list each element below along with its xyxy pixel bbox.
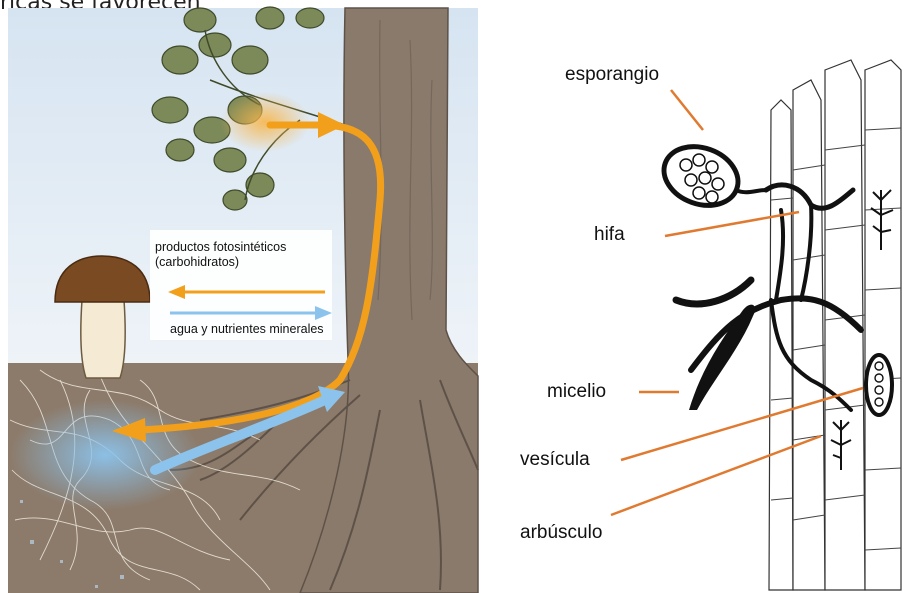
vesicle xyxy=(866,355,892,415)
mycorrhiza-root-cells-illustration xyxy=(481,0,921,593)
label-productos-line1: productos fotosintéticos xyxy=(155,240,286,255)
label-arbusculo: arbúsculo xyxy=(520,522,602,544)
root-cells xyxy=(769,60,901,590)
label-hifa: hifa xyxy=(594,224,625,246)
plant-fungus-exchange-illustration xyxy=(0,0,480,593)
uptake-zone xyxy=(10,400,200,510)
label-agua: agua y nutrientes minerales xyxy=(170,322,324,337)
label-vesicula: vesícula xyxy=(520,449,590,471)
label-productos-line2: (carbohidratos) xyxy=(155,255,286,270)
label-micelio: micelio xyxy=(547,381,606,403)
sporangium xyxy=(656,137,766,216)
label-productos: productos fotosintéticos (carbohidratos) xyxy=(155,240,286,270)
label-esporangio: esporangio xyxy=(565,64,659,86)
